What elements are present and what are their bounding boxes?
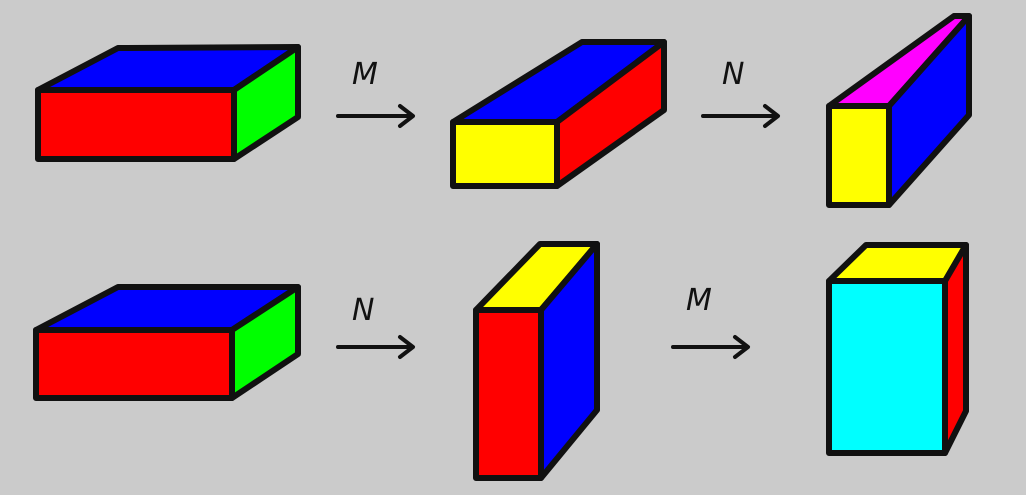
row1-arrow-n: N [701, 57, 780, 128]
row2-op-label-1: N [352, 293, 374, 328]
row1-box2-side-face [554, 39, 667, 189]
row2-box1-side-face [229, 284, 301, 401]
row-1: M N [35, 13, 972, 208]
row2-box2-side-face [538, 241, 600, 481]
row2-box2 [473, 241, 600, 481]
row1-box2-front-face [450, 119, 560, 189]
row2-box1-front-face [33, 327, 235, 401]
row2-box2-front-face [473, 307, 544, 481]
row1-box2 [450, 39, 667, 189]
row2-op-label-2: M [686, 283, 712, 318]
row1-box3 [826, 13, 972, 208]
row2-box1 [33, 284, 301, 401]
row2-arrow-m: M [671, 283, 750, 359]
row2-box3-front-face [826, 278, 948, 456]
row2-arrow-2-head [733, 335, 750, 359]
row-2: N M [33, 241, 969, 481]
row2-arrow-n: N [336, 293, 415, 359]
row1-arrow-m: M [336, 57, 415, 128]
row1-box1-side-face [231, 44, 301, 162]
row1-arrow-1-head [398, 104, 415, 128]
row1-op-label-1: M [352, 57, 378, 92]
row2-box3-side-face [942, 242, 969, 456]
row1-arrow-2-head [763, 104, 780, 128]
row2-box3 [826, 242, 969, 456]
row1-box1 [35, 44, 301, 162]
row1-box3-front-face [826, 103, 892, 208]
row1-box1-front-face [35, 87, 237, 162]
row1-box3-side-face [886, 13, 972, 208]
row1-op-label-2: N [722, 57, 744, 92]
row2-arrow-1-head [398, 335, 415, 359]
